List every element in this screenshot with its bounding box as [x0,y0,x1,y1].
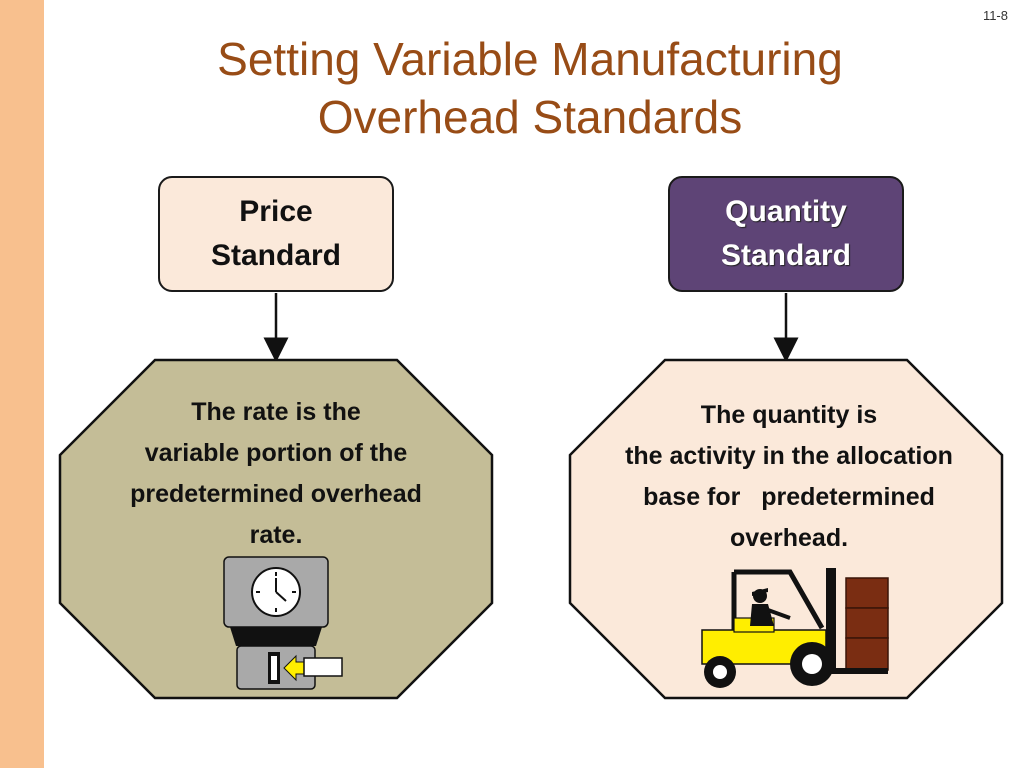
left-accent-bar [0,0,44,768]
description-line: predetermined overhead [130,480,422,508]
price-standard-box: Price Standard [158,176,394,292]
description-line: base for predetermined [643,483,935,511]
time-clock-icon [223,556,343,690]
description-line: The quantity is [700,401,878,429]
slide-title: Setting Variable Manufacturing Overhead … [60,30,1000,146]
slide-number: 11-8 [982,8,1008,23]
description-line: The rate is the [191,398,361,426]
price-standard-description: The rate is the variable portion of the … [90,392,462,556]
quantity-standard-heading: Standard [720,239,852,272]
price-standard-heading: Price [239,195,313,228]
price-standard-heading: Standard [210,239,342,272]
quantity-description-octagon [568,358,1004,700]
description-line: the activity in the allocation [625,442,953,470]
description-line: variable portion of the [144,439,408,467]
quantity-standard-box: Quantity Standard [668,176,904,292]
price-description-octagon [58,358,494,700]
description-line: rate. [249,521,303,549]
title-line: Setting Variable Manufacturing [217,33,843,85]
quantity-standard-description: The quantity is the activity in the allo… [578,395,1000,559]
quantity-standard-heading: Quantity [725,195,847,228]
title-line: Overhead Standards [317,91,743,143]
description-line: overhead. [729,524,849,552]
forklift-icon [701,568,889,688]
